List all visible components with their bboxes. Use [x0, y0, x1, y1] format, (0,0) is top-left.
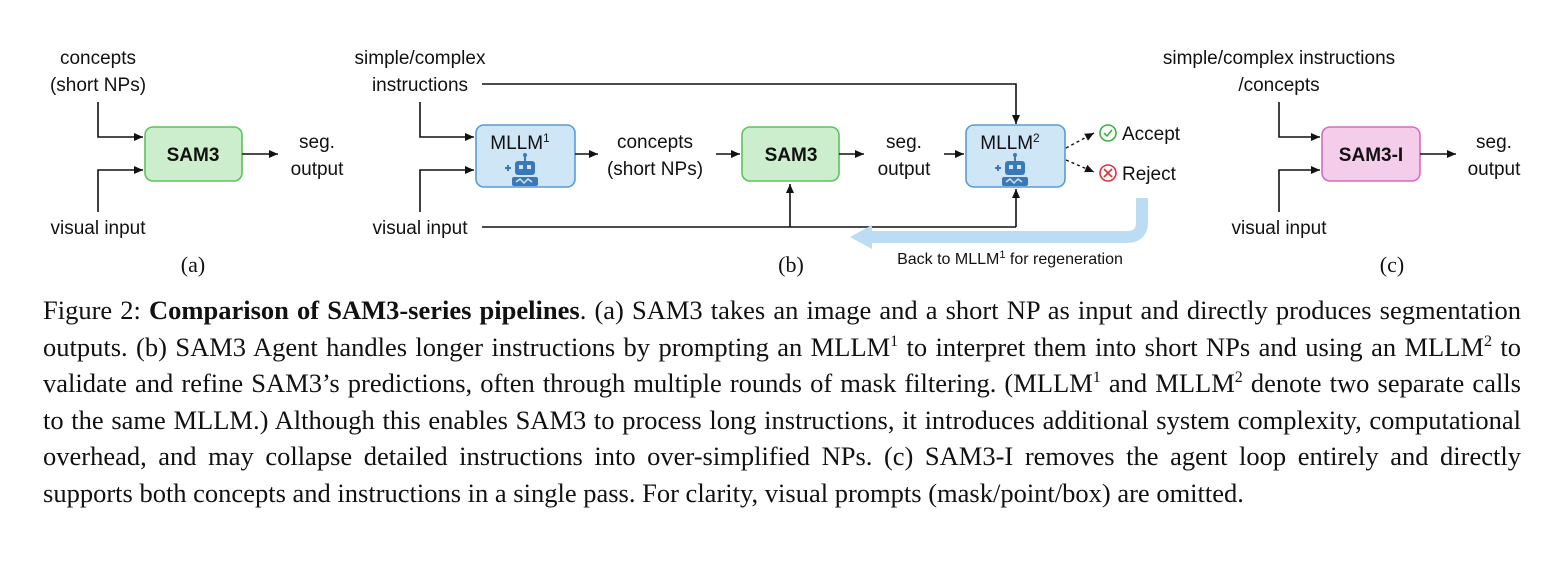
panel-c-arrow-instr: [1278, 102, 1320, 141]
panel-b-mllm2-label: MLLM2: [980, 131, 1040, 154]
caption-text-5: denote two separate calls to the same ML…: [43, 368, 1521, 508]
caption-text-1: . (a) SAM3 takes an image and a short NP…: [43, 295, 1521, 362]
panel-b-arrow-reject: [1065, 159, 1095, 173]
panel-a-arrow-visual: [97, 166, 143, 212]
panel-a-input-top-line2: (short NPs): [50, 75, 146, 96]
caption-text-4: and MLLM: [1100, 368, 1235, 398]
panel-b-mllm1-label: MLLM1: [490, 131, 550, 154]
panel-b-arrow-instr-mllm1: [419, 102, 474, 141]
panel-c: simple/complex instructions /concepts vi…: [1163, 48, 1521, 277]
panel-b-input-top-line1: simple/complex: [355, 48, 486, 69]
panel-b-output-line1: seg.: [886, 132, 922, 153]
panel-a-input-bottom: visual input: [50, 218, 146, 239]
panel-b-accept-label: Accept: [1122, 124, 1181, 145]
pipeline-figure: concepts (short NPs) visual input SAM3 s…: [50, 48, 1521, 277]
panel-b-arrow-accept: [1065, 132, 1095, 149]
caption-text-2: to interpret them into short NPs and usi…: [898, 331, 1484, 362]
panel-c-output-line1: seg.: [1476, 132, 1512, 153]
panel-b-output-line2: output: [878, 159, 932, 180]
panel-c-input-top-line2: /concepts: [1238, 75, 1319, 96]
panel-c-output-line2: output: [1468, 159, 1522, 180]
panel-c-sublabel: (c): [1380, 252, 1404, 277]
caption-text-3: to validate and refine SAM3’s prediction…: [43, 331, 1521, 399]
panel-b-sublabel: (b): [778, 252, 804, 277]
caption-title: Comparison of SAM3-series pipelines: [149, 295, 580, 325]
panel-c-arrow-visual: [1278, 166, 1320, 212]
caption-sup-3: 1: [1092, 369, 1101, 387]
panel-a-arrow-concepts: [97, 102, 143, 141]
panel-a-input-top-line1: concepts: [60, 48, 136, 69]
panel-a: concepts (short NPs) visual input SAM3 s…: [50, 48, 344, 277]
panel-b-concepts-line1: concepts: [617, 132, 693, 153]
panel-b: simple/complex instructions visual input…: [355, 48, 1181, 277]
panel-b-feedback-arrow: [870, 198, 1148, 243]
panel-b-sam3-label: SAM3: [765, 145, 818, 166]
figure-caption: Figure 2: Comparison of SAM3-series pipe…: [43, 292, 1521, 511]
caption-prefix: Figure 2:: [43, 295, 150, 325]
check-circle-icon: [1099, 124, 1117, 142]
panel-c-input-bottom: visual input: [1231, 218, 1327, 239]
panel-b-feedback-label: Back to MLLM1 for regeneration: [897, 249, 1123, 268]
panel-a-output-line2: output: [291, 159, 345, 180]
panel-b-arrow-visual-mllm1: [419, 166, 474, 212]
panel-b-input-top-line2: instructions: [372, 75, 468, 96]
panel-b-input-bottom: visual input: [372, 218, 468, 239]
panel-a-sam3-label: SAM3: [167, 145, 220, 166]
panel-c-input-top-line1: simple/complex instructions: [1163, 48, 1395, 69]
caption-sup-1: 1: [890, 332, 899, 350]
panel-b-feedback-arrowhead: [850, 225, 872, 249]
panel-b-concepts-line2: (short NPs): [607, 159, 703, 180]
panel-a-sublabel: (a): [181, 252, 205, 277]
caption-sup-2: 2: [1483, 332, 1492, 350]
panel-a-output-line1: seg.: [299, 132, 335, 153]
caption-sup-4: 2: [1234, 369, 1243, 387]
panel-c-sam3i-label: SAM3-I: [1339, 145, 1403, 166]
panel-b-reject-label: Reject: [1122, 164, 1177, 185]
x-circle-icon: [1099, 164, 1117, 182]
panel-b-arrow-instr-mllm2: [482, 83, 1020, 124]
